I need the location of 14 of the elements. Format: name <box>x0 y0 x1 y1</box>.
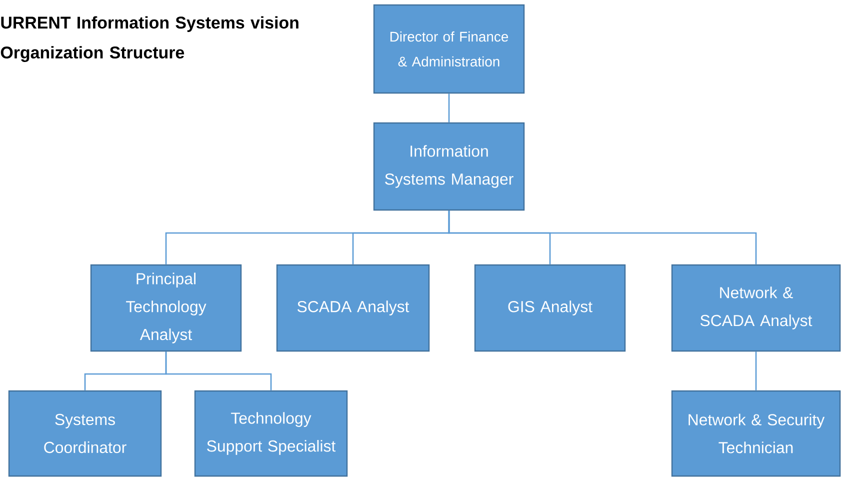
position-box: Network & SCADA Analyst <box>671 264 841 352</box>
connector-line <box>448 94 450 122</box>
position-box: GIS Analyst <box>474 264 626 352</box>
position-box: Director of Finance & Administration <box>373 4 525 94</box>
connector-line <box>165 352 272 390</box>
connector-line <box>448 210 757 264</box>
connector-line <box>755 352 757 390</box>
title: URRENT Information Systems vision Organization Structure <box>0 16 298 62</box>
position-box: Network & Security Technician <box>671 390 841 477</box>
position-box: Information Systems Manager <box>373 122 525 211</box>
position-box: Principal Technology Analyst <box>90 264 242 352</box>
position-box: Technology Support Specialist <box>194 390 348 477</box>
position-box: Systems Coordinator <box>8 390 162 477</box>
position-box: SCADA Analyst <box>276 264 430 352</box>
